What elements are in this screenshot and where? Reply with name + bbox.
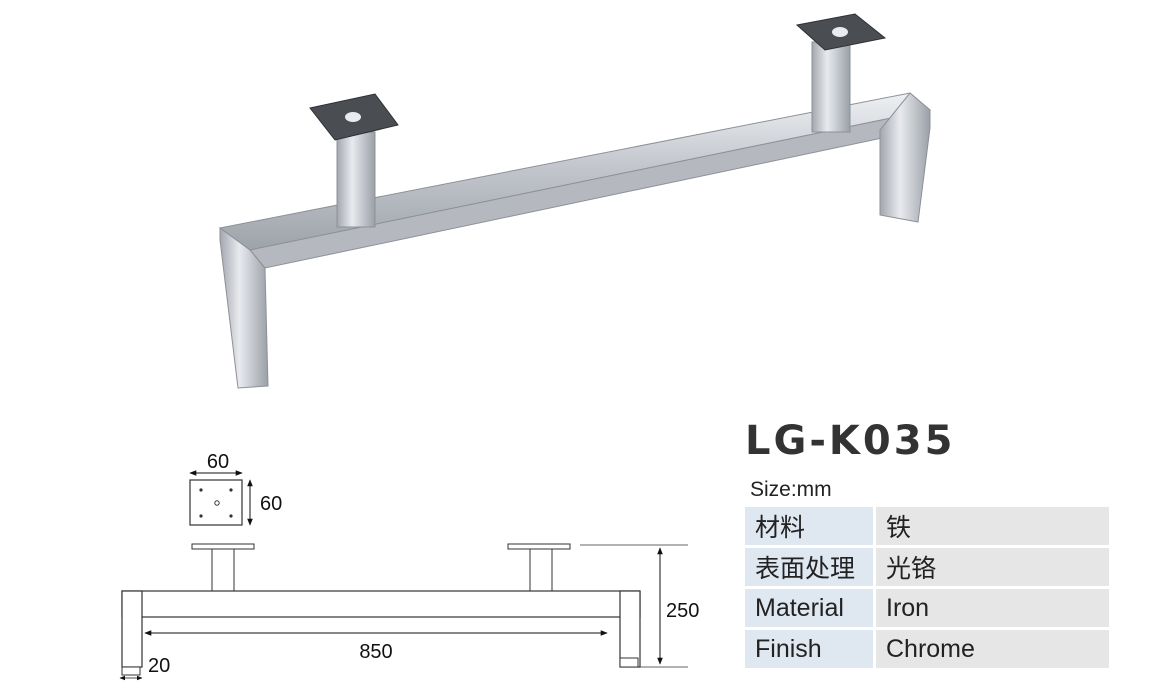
dim-plate-width: 60 <box>207 451 229 473</box>
spec-value: Iron <box>874 587 1109 630</box>
spec-value: Chrome <box>874 628 1109 671</box>
spec-label: 表面处理 <box>745 546 876 589</box>
spec-table: 材料 铁 表面处理 光铬 Material Iron Finish Chrome <box>745 507 1109 671</box>
chrome-right-post <box>811 41 851 133</box>
technical-drawing: 60 60 850 250 20 <box>119 451 699 681</box>
spec-value: 光铬 <box>874 546 1109 589</box>
plate-top-view <box>189 479 243 526</box>
table-row: 表面处理 光铬 <box>745 546 1109 589</box>
frame-bar <box>121 590 641 618</box>
dim-height: 250 <box>666 600 699 622</box>
table-row: 材料 铁 <box>745 507 1109 548</box>
table-row: Finish Chrome <box>745 628 1109 671</box>
model-title: LG-K035 <box>745 418 956 464</box>
dim-length: 850 <box>359 641 392 663</box>
chrome-left-post <box>336 131 376 228</box>
table-row: Material Iron <box>745 587 1109 630</box>
spec-label: Finish <box>745 628 876 671</box>
spec-label: 材料 <box>745 507 876 548</box>
dim-tube: 20 <box>148 655 170 677</box>
size-unit-note: Size:mm <box>750 478 832 501</box>
dim-plate-height: 60 <box>260 493 282 515</box>
chrome-left-leg <box>219 227 269 389</box>
spec-value: 铁 <box>874 507 1109 548</box>
product-photo <box>218 13 932 389</box>
chrome-right-leg <box>879 92 931 223</box>
spec-label: Material <box>745 587 876 630</box>
